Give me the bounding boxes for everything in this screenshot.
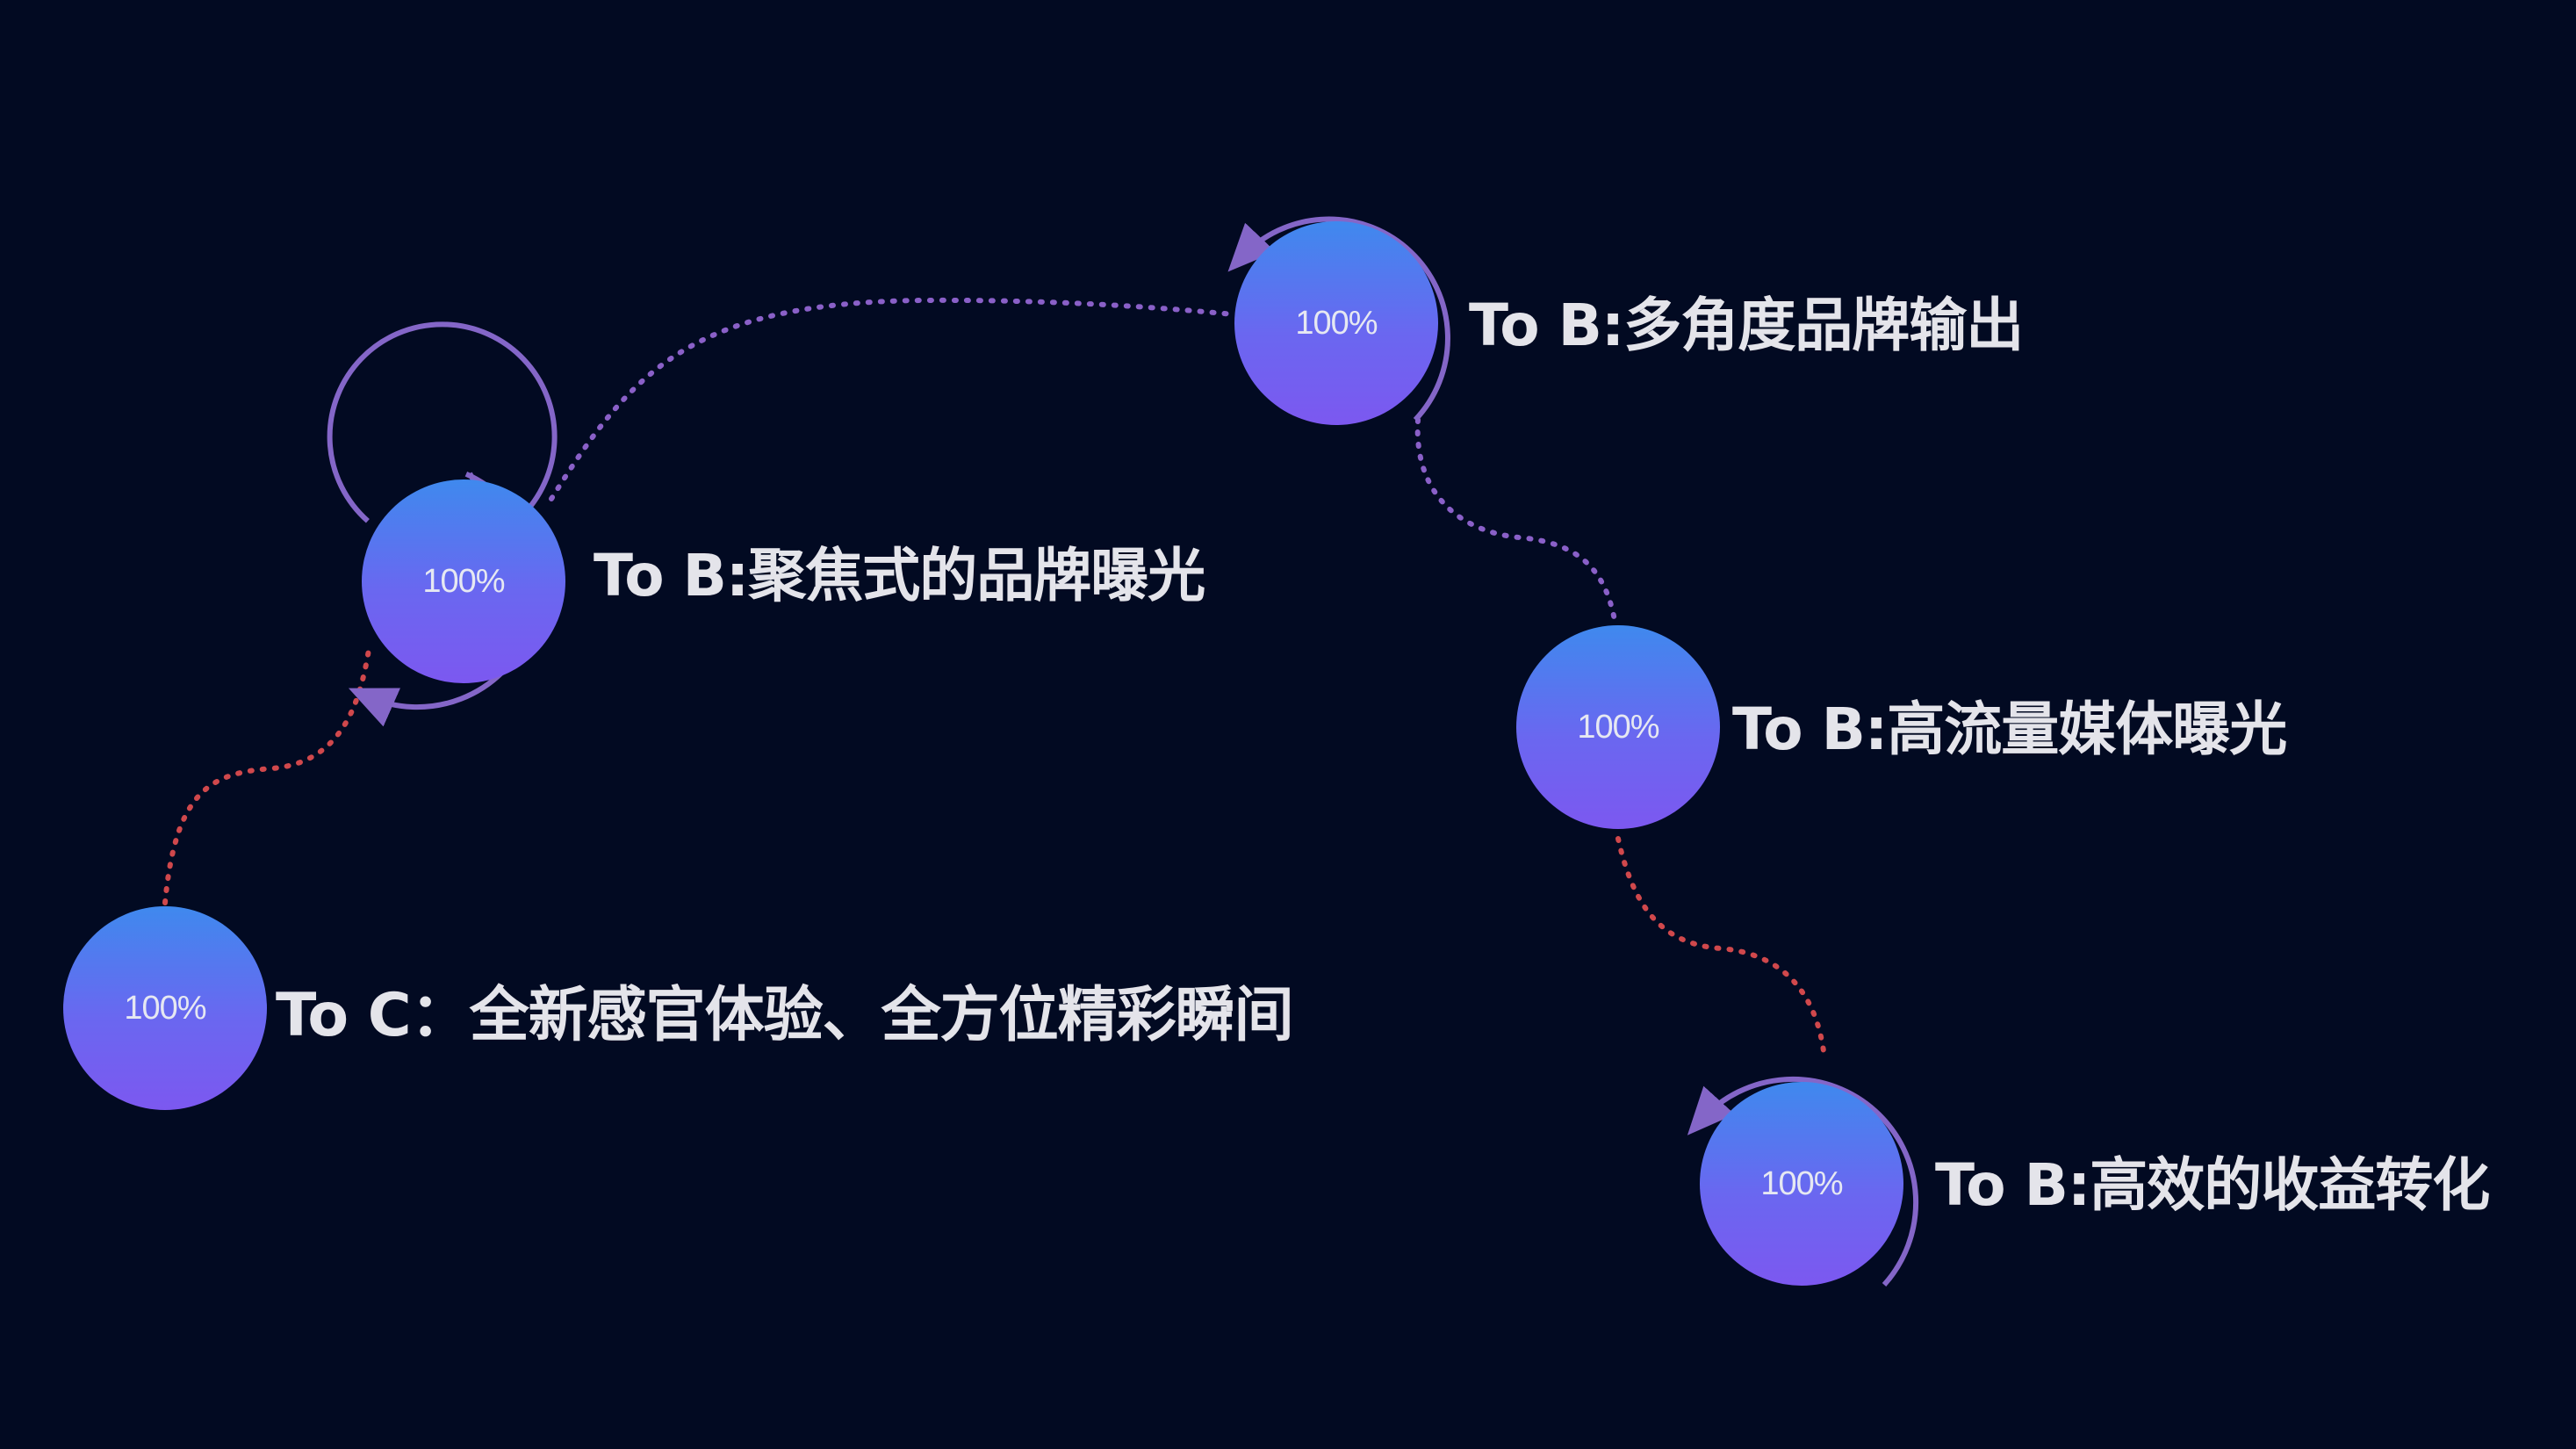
stage-node-brand-output: 100% bbox=[1234, 221, 1438, 425]
stage-label-to-c: To C：全新感官体验、全方位精彩瞬间 bbox=[276, 981, 1294, 1050]
connector-3-4 bbox=[1414, 417, 1618, 628]
circular-arrow-icon-ring-3 bbox=[1227, 216, 1450, 422]
stage-node-media-exposure: 100% bbox=[1516, 625, 1720, 829]
circular-arrow-icon-ring-5 bbox=[1687, 1076, 1919, 1287]
connector-2-3 bbox=[549, 297, 1236, 501]
stage-value: 100% bbox=[1577, 708, 1659, 746]
stage-node-to-c: 100% bbox=[63, 906, 267, 1110]
connector-4-5 bbox=[1615, 836, 1827, 1061]
stage-node-revenue: 100% bbox=[1700, 1082, 1903, 1286]
stage-value: 100% bbox=[1760, 1164, 1843, 1202]
stage-label-media-exposure: To B:高流量媒体曝光 bbox=[1732, 696, 2287, 763]
connector-1-2 bbox=[162, 647, 371, 905]
stage-label-revenue: To B:高效的收益转化 bbox=[1935, 1151, 2490, 1219]
stage-node-brand-focus: 100% bbox=[362, 479, 565, 683]
stage-value: 100% bbox=[1295, 304, 1378, 342]
stage-value: 100% bbox=[422, 562, 505, 600]
stage-label-brand-output: To B:多角度品牌输出 bbox=[1469, 292, 2024, 359]
stage-value: 100% bbox=[124, 989, 206, 1027]
stage-label-brand-focus: To B:聚焦式的品牌曝光 bbox=[594, 542, 1205, 609]
